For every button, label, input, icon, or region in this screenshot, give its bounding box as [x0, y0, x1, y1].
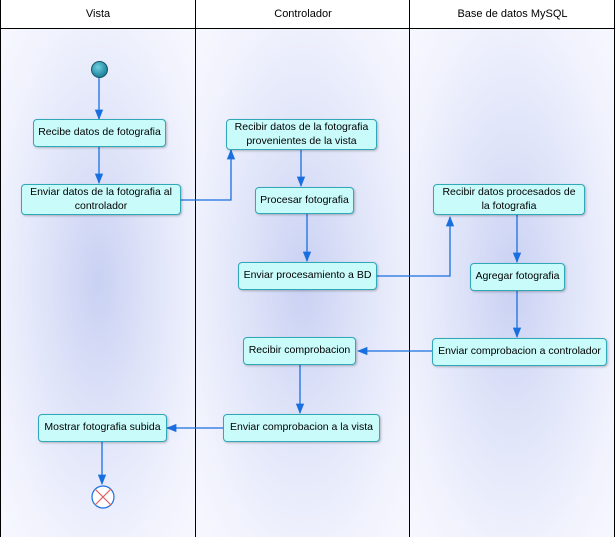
lane-vista-header: Vista: [0, 0, 196, 29]
node-enviar-datos[interactable]: Enviar datos de la fotografia al control…: [21, 184, 181, 215]
node-recibe-datos[interactable]: Recibe datos de fotografia: [33, 119, 166, 147]
node-recibir-datos-vista[interactable]: Recibir datos de la fotografia provenien…: [226, 119, 377, 150]
edge-enviar-to-ctrl: [181, 148, 236, 201]
edge-enviar-bd-to-recibir-procesados: [377, 215, 455, 277]
lane-controlador-header: Controlador: [196, 0, 410, 29]
initial-node: [91, 61, 108, 78]
lane-bd-header: Base de datos MySQL: [410, 0, 615, 29]
node-procesar-fotografia[interactable]: Procesar fotografia: [255, 187, 354, 214]
lane-border-left: [0, 0, 1, 537]
node-recibir-procesados[interactable]: Recibir datos procesados de la fotografi…: [433, 184, 585, 215]
node-mostrar-fotografia[interactable]: Mostrar fotografia subida: [38, 414, 167, 442]
lane-divider-1: [195, 0, 196, 537]
node-agregar-fotografia[interactable]: Agregar fotografia: [470, 263, 565, 291]
lane-controlador: Controlador: [196, 0, 410, 537]
node-recibir-comprobacion[interactable]: Recibir comprobacion: [243, 337, 356, 365]
node-enviar-comprobacion-ctrl[interactable]: Enviar comprobacion a controlador: [432, 338, 607, 366]
node-enviar-procesamiento[interactable]: Enviar procesamiento a BD: [238, 262, 377, 290]
final-node: [91, 485, 115, 509]
lane-divider-2: [409, 0, 410, 537]
node-enviar-comprobacion-vista[interactable]: Enviar comprobacion a la vista: [223, 414, 380, 442]
